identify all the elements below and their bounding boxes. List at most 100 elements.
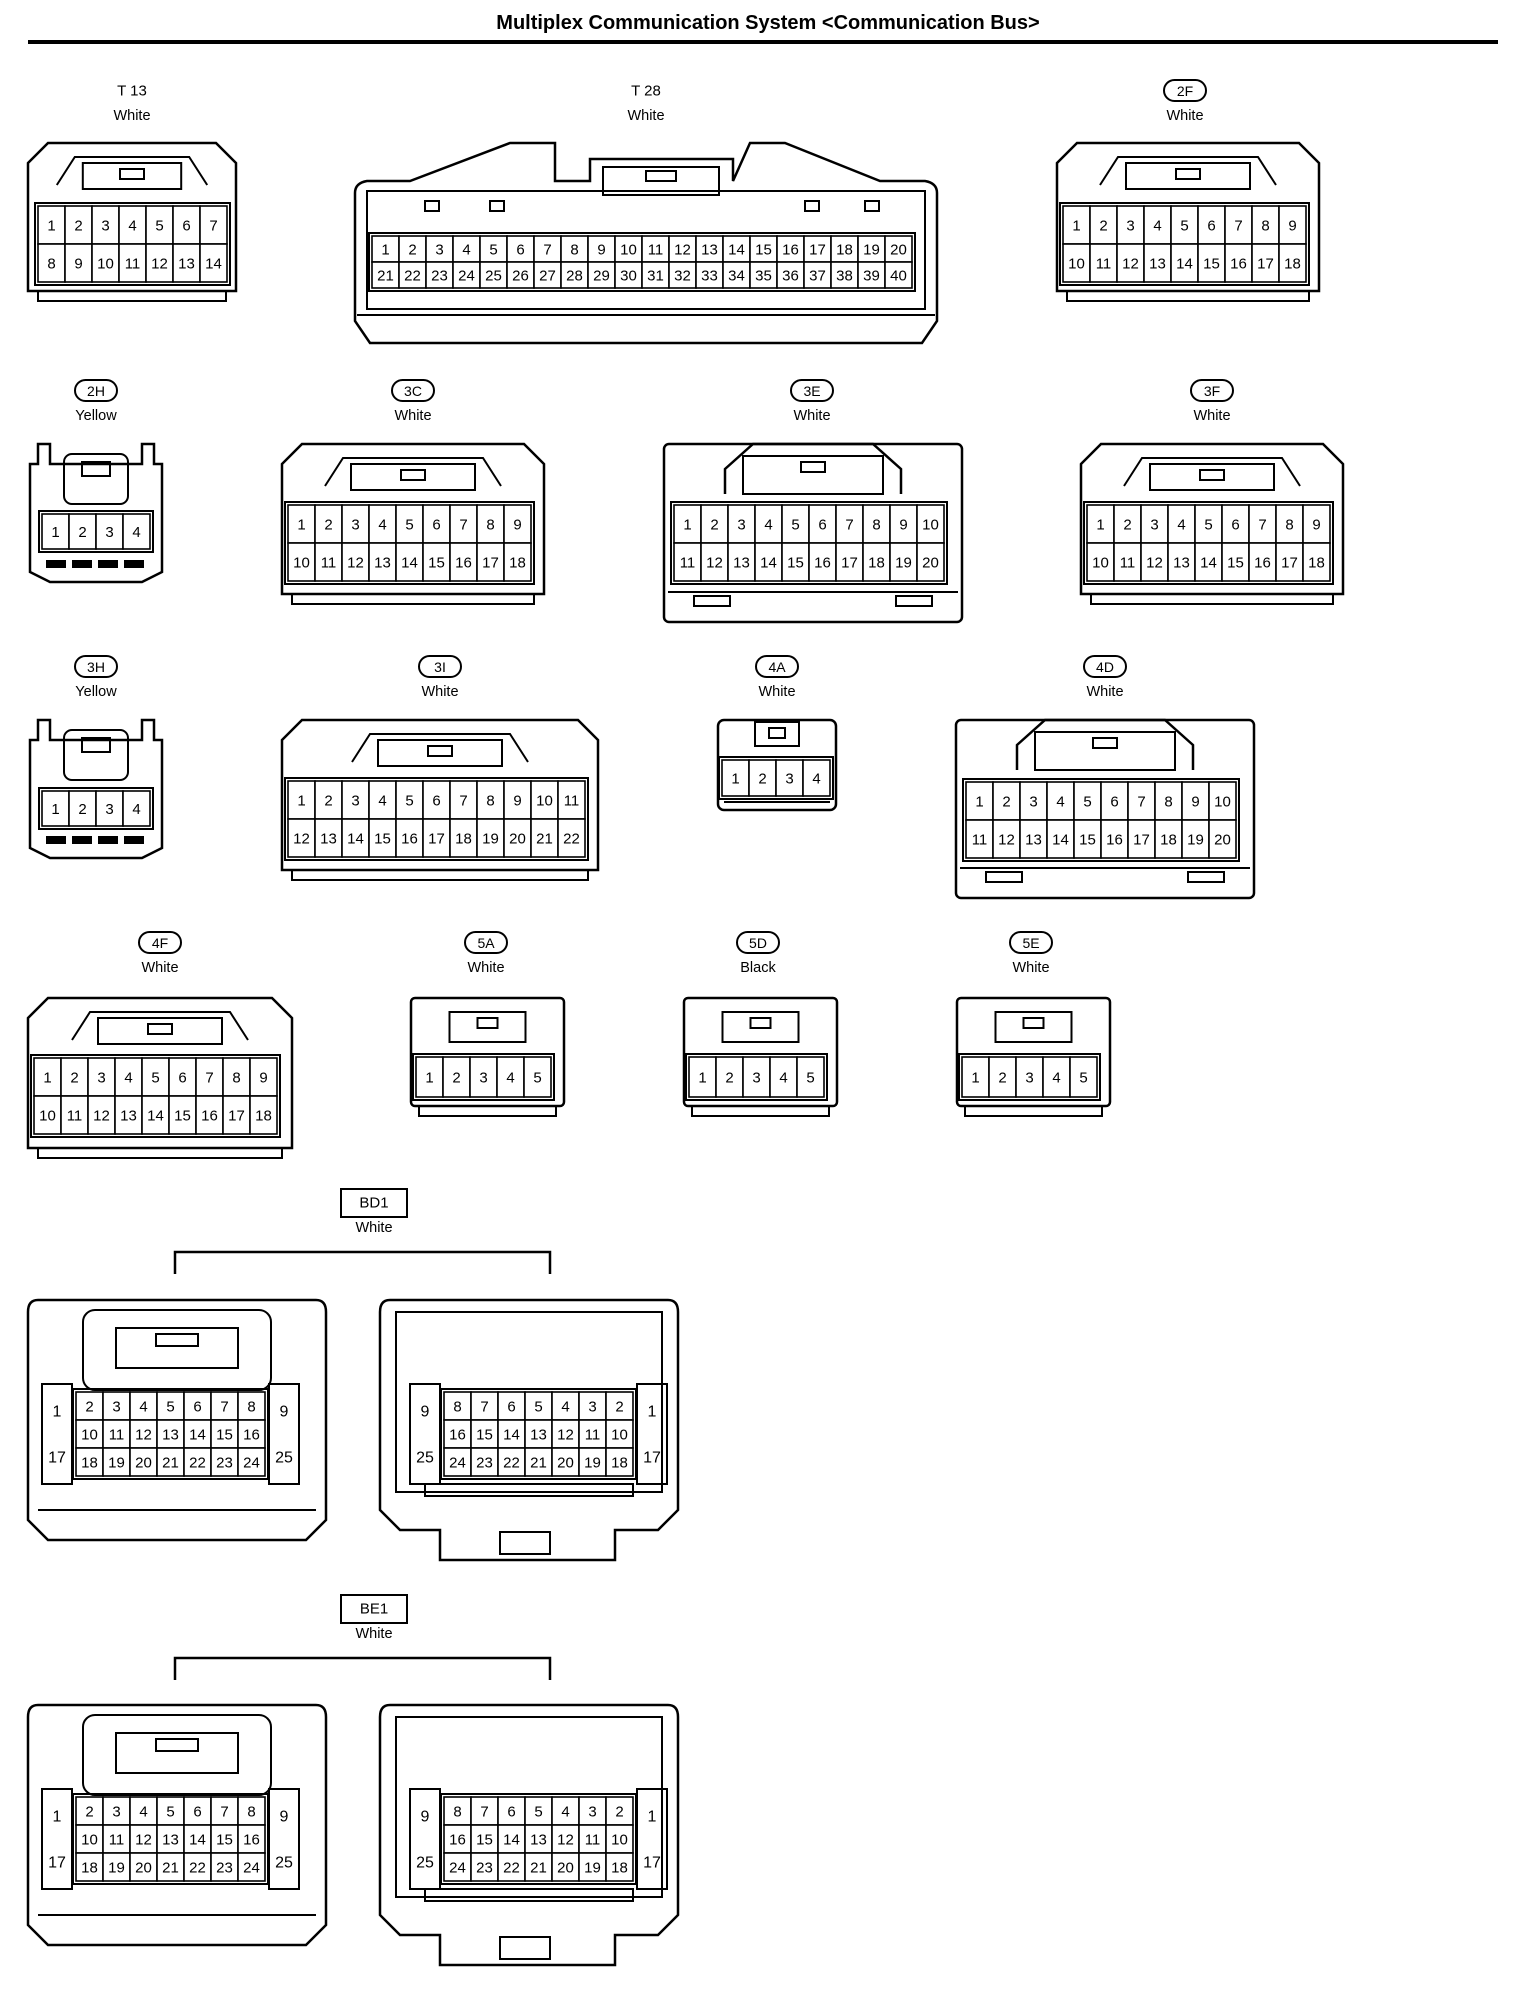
latch-tab	[476, 1017, 499, 1029]
pin-number: 5	[166, 1399, 174, 1416]
pin-cell	[1302, 542, 1331, 582]
pin-number: 11	[648, 242, 664, 259]
pin-number: 4	[506, 1070, 514, 1087]
connector-color-label: White	[394, 408, 431, 424]
pin-number: 11	[972, 832, 988, 849]
pin-number: 3	[101, 218, 109, 235]
pin-number: 16	[243, 1832, 260, 1849]
pin-number: 7	[480, 1399, 488, 1416]
pin-number: 22	[404, 268, 421, 285]
pin-number: 12	[1146, 555, 1163, 572]
pin-cell	[1197, 205, 1226, 245]
pin-cell	[727, 542, 756, 582]
pin-cell	[497, 1391, 526, 1421]
pin-cell	[398, 235, 427, 263]
pin-cell	[749, 235, 778, 263]
pin-cell	[668, 235, 697, 263]
pin-number: 20	[890, 242, 907, 259]
connector-color-label: Black	[740, 960, 776, 976]
pin-cell	[796, 1056, 825, 1098]
connector-code: 3F	[1204, 383, 1220, 399]
pin-number: 1	[731, 771, 739, 788]
pin-block-frame	[440, 1388, 637, 1480]
pin-cell	[1221, 504, 1250, 544]
pin-block-frame	[368, 232, 916, 292]
connector-badge-outline	[391, 379, 435, 402]
connector-housing	[28, 442, 164, 584]
housing-base	[291, 593, 535, 605]
pin-cell	[156, 1852, 185, 1882]
pin-cell	[1089, 243, 1118, 283]
pin-number: 14	[189, 1427, 206, 1444]
pin-number: 8	[486, 517, 494, 534]
pin-lock	[72, 836, 92, 844]
pin-number: 23	[476, 1860, 493, 1877]
pin-cell	[41, 513, 70, 550]
pin-number: 15	[374, 831, 391, 848]
pin-cell	[422, 542, 451, 582]
pin-number: 21	[530, 1860, 547, 1877]
pin-cell	[673, 542, 702, 582]
pin-number: 1	[51, 801, 59, 818]
pin-number: 5	[405, 793, 413, 810]
pin-number: 10	[620, 242, 637, 259]
pin-number: 19	[584, 1455, 601, 1472]
pin-cell	[524, 1391, 553, 1421]
pin-cell	[210, 1447, 239, 1477]
pin-cell	[102, 1824, 131, 1854]
pin-number: 12	[151, 256, 168, 273]
pin-cell	[530, 818, 559, 858]
connector-badge-outline	[1009, 931, 1053, 954]
pin-number: 12	[93, 1108, 110, 1125]
pin-number: 8	[1164, 794, 1172, 811]
connector-inner-frame	[395, 1311, 663, 1493]
pin-number: 3	[752, 1070, 760, 1087]
pin-cell	[715, 1056, 744, 1098]
pin-number: 8	[453, 1399, 461, 1416]
pin-cell	[183, 1796, 212, 1826]
housing-notch	[424, 200, 440, 212]
pin-cell	[422, 504, 451, 544]
pin-cell	[37, 243, 66, 283]
connector-latch	[71, 1011, 249, 1041]
housing-slot	[895, 595, 933, 607]
connector-code: T 28	[631, 83, 661, 100]
connector-badge-outline	[340, 1594, 408, 1624]
pin-number: 21	[162, 1455, 179, 1472]
latch-inner	[1034, 731, 1176, 771]
pin-number: 39	[863, 268, 880, 285]
pin-cell	[210, 1419, 239, 1449]
pin-number: 7	[543, 242, 551, 259]
pin-number: 1	[648, 1404, 657, 1421]
pin-number: 2	[615, 1804, 623, 1821]
connector-code: 3E	[803, 383, 820, 399]
pin-number: 34	[728, 268, 745, 285]
pin-cell	[506, 261, 535, 289]
pin-number: 12	[674, 242, 691, 259]
pin-number: 6	[182, 218, 190, 235]
pin-number: 4	[378, 517, 386, 534]
pin-number: 14	[401, 555, 418, 572]
pin-number: 25	[485, 268, 502, 285]
pin-number: 32	[674, 268, 691, 285]
pin-block-frame	[72, 1793, 269, 1885]
pin-number: 22	[189, 1860, 206, 1877]
pin-number: 18	[1284, 256, 1301, 273]
latch-inner	[742, 455, 884, 495]
housing-base	[691, 1105, 830, 1117]
pin-cell	[802, 759, 831, 797]
pin-number: 2	[408, 242, 416, 259]
pin-number: 4	[124, 1070, 132, 1087]
pin-number: 5	[405, 517, 413, 534]
pin-number: 11	[125, 256, 141, 273]
pin-number: 4	[764, 517, 772, 534]
pin-number: 2	[1099, 218, 1107, 235]
pin-number: 15	[476, 1832, 493, 1849]
pin-cell	[1251, 205, 1280, 245]
pin-number: 2	[615, 1399, 623, 1416]
pin-number: 9	[421, 1809, 430, 1826]
